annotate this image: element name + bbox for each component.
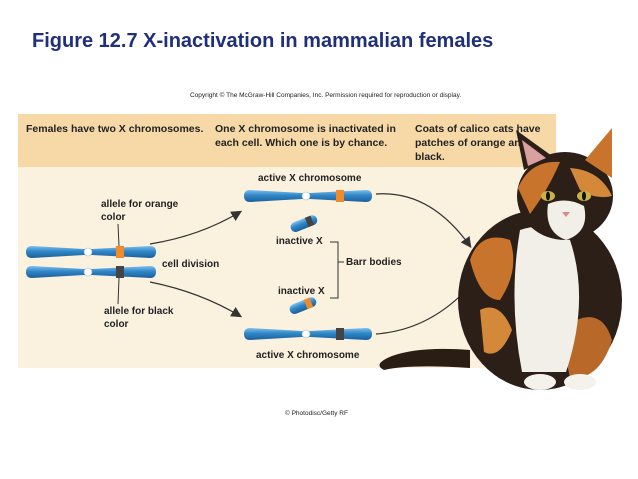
inactive-x-chromosome-bottom xyxy=(289,297,317,314)
x-chromosome-orange-allele xyxy=(26,246,156,258)
label-allele-black: allele for black color xyxy=(104,305,174,331)
arrow-to-cat-bottom xyxy=(375,284,472,335)
label-inactive-x-bottom: inactive X xyxy=(278,286,325,297)
x-chromosome-black-allele xyxy=(26,266,156,278)
label-cell-division: cell division xyxy=(162,259,220,270)
black-allele-pointer xyxy=(117,277,120,305)
header-col2: One X chromosome is inactivated in each … xyxy=(215,123,396,149)
label-inactive-x-top: inactive X xyxy=(276,236,323,247)
header-col3: Coats of calico cats have patches of ora… xyxy=(415,123,541,163)
label-active-x-bottom: active X chromosome xyxy=(256,350,360,361)
panel-header-band xyxy=(18,114,556,167)
label-allele-orange: allele for orange color xyxy=(101,198,181,224)
active-x-chromosome-bottom xyxy=(244,328,372,340)
photo-credit: © Photodisc/Getty RF xyxy=(285,410,348,417)
label-active-x-top: active X chromosome xyxy=(258,173,362,184)
division-arrow-down xyxy=(149,281,243,318)
header-col1: Females have two X chromosomes. xyxy=(26,123,204,135)
active-x-chromosome-top xyxy=(244,190,372,202)
label-allele-black-text: allele for black color xyxy=(104,306,174,330)
calico-cat-illustration xyxy=(379,128,622,390)
label-barr-bodies: Barr bodies xyxy=(346,257,402,268)
orange-allele-pointer xyxy=(117,223,120,247)
figure-title: Figure 12.7 X-inactivation in mammalian … xyxy=(32,30,494,52)
division-arrow-up xyxy=(149,210,243,245)
barr-bodies-bracket xyxy=(330,241,344,299)
label-allele-orange-text: allele for orange color xyxy=(101,199,179,223)
arrow-to-cat-top xyxy=(375,193,472,248)
x-chromosome-pair xyxy=(26,246,156,278)
inactive-x-chromosome-top xyxy=(290,215,318,232)
copyright-notice: Copyright © The McGraw-Hill Companies, I… xyxy=(190,92,462,99)
